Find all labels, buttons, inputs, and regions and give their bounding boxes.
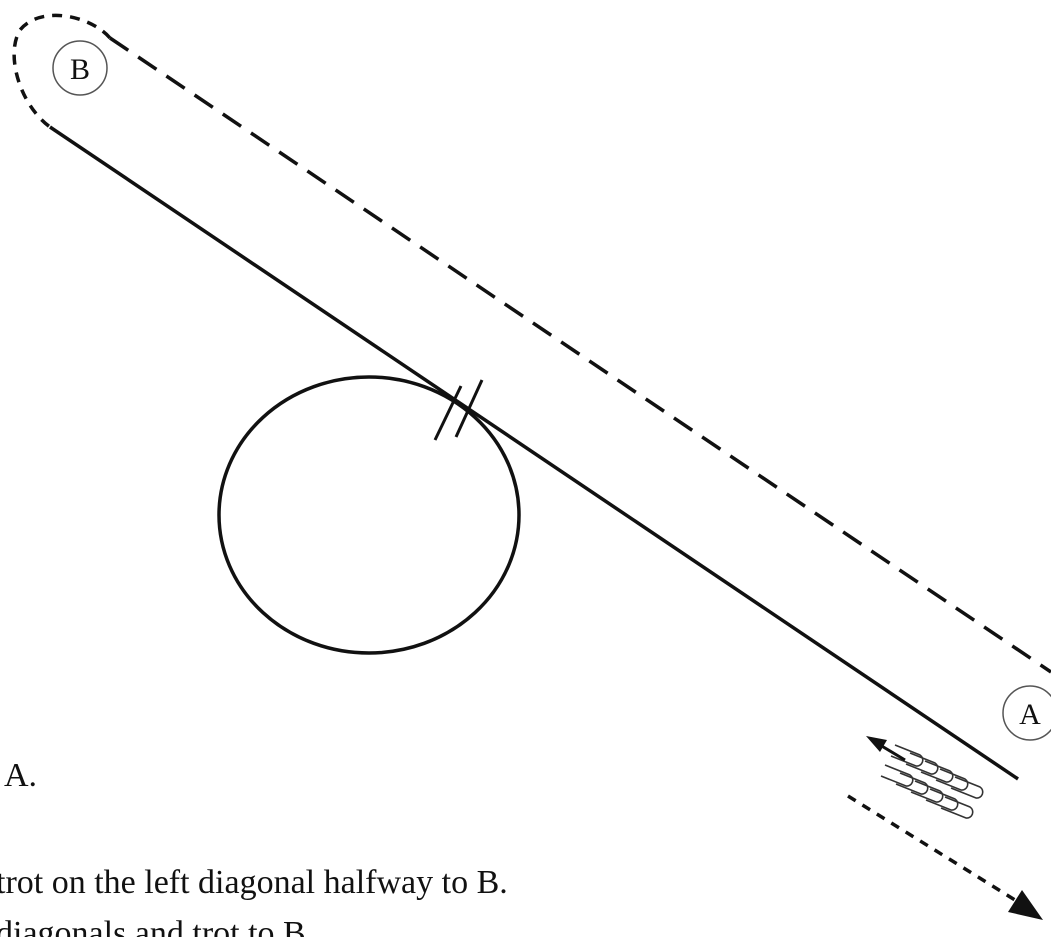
solid-track-line	[49, 125, 1019, 781]
circle-path	[217, 375, 521, 655]
marker-b: B	[52, 40, 108, 96]
marker-a-label: A	[1019, 698, 1041, 731]
caption-line-1: A.	[4, 757, 37, 794]
caption-line-2: trot on the left diagonal halfway to B.	[0, 864, 508, 901]
diagonal-change-tick-1	[433, 385, 463, 441]
caption-line-3: diagonals and trot to B.	[0, 915, 314, 937]
diagonal-change-tick-2	[454, 379, 484, 438]
ground-poles-icon	[880, 744, 984, 819]
marker-a: A	[1002, 685, 1051, 741]
approach-arrow-icon	[866, 736, 906, 762]
dashed-track-line	[109, 36, 1051, 674]
direction-arrowhead	[1008, 890, 1043, 920]
marker-b-label: B	[70, 53, 90, 86]
direction-arrow-icon	[847, 794, 1016, 902]
